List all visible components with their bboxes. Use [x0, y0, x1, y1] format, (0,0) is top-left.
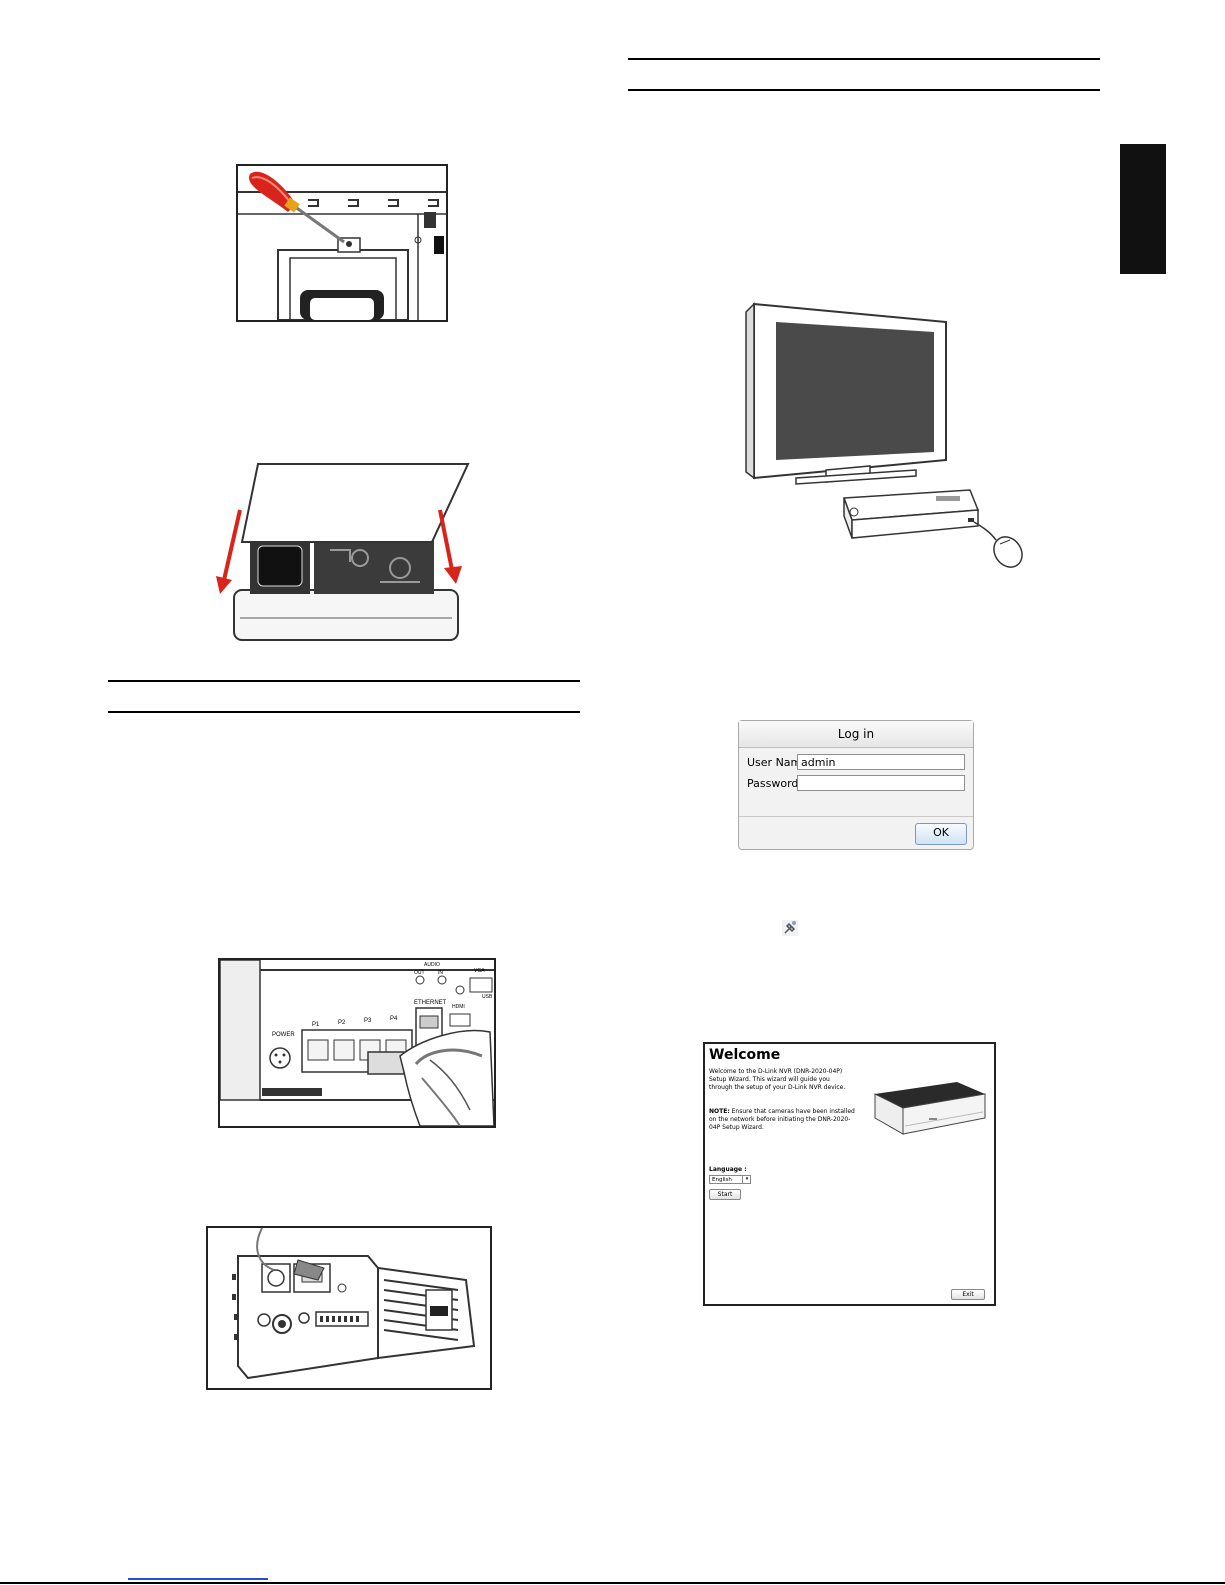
password-field[interactable] [797, 775, 965, 791]
left-section-rule-bottom [108, 711, 580, 713]
figure-tv-nvr-mouse [740, 300, 1030, 572]
wizard-note-label: NOTE: [709, 1108, 730, 1115]
figure-back-panel: POWER P1 P2 P3 P4 ETHERNET AUDIO OUT IN … [218, 958, 496, 1128]
password-label: Password [747, 777, 799, 790]
setup-wizard-window: Welcome Welcome to the D-Link NVR (DNR-2… [703, 1042, 996, 1306]
language-side-tab [1120, 144, 1166, 274]
label-port-3: P3 [364, 1018, 372, 1024]
login-dialog-divider [739, 816, 973, 817]
right-section-rule-bottom [628, 89, 1100, 91]
label-ethernet: ETHERNET [414, 1000, 447, 1006]
label-port-1: P1 [312, 1022, 320, 1028]
label-audio-out: OUT [414, 970, 425, 976]
setup-wizard-icon [780, 918, 800, 938]
label-vga: VGA [474, 968, 485, 974]
start-button[interactable]: Start [709, 1189, 741, 1200]
tv-nvr-illustration [745, 302, 1023, 568]
language-label: Language : [709, 1166, 747, 1173]
language-select[interactable]: English [709, 1175, 751, 1184]
camera-illustration [232, 1228, 476, 1380]
figure-camera-connection [206, 1226, 492, 1390]
label-port-2: P2 [338, 1020, 346, 1026]
screwdriver-illustration [238, 171, 446, 320]
footer-rule [0, 1582, 1225, 1584]
left-section-rule-top [108, 680, 580, 682]
username-field[interactable]: admin [797, 754, 965, 770]
figure-slide-cover [210, 458, 472, 644]
label-port-4: P4 [390, 1016, 398, 1022]
footer-link-underline[interactable] [128, 1578, 268, 1580]
wizard-title: Welcome [709, 1047, 781, 1063]
nvr-device-image [874, 1082, 986, 1135]
wizard-note: NOTE: Ensure that cameras have been inst… [709, 1108, 855, 1132]
cover-slide-illustration [216, 463, 470, 641]
label-hdmi: HDMI [452, 1004, 465, 1010]
chevron-down-icon[interactable]: ▾ [742, 1175, 751, 1184]
login-dialog-title: Log in [739, 721, 973, 748]
login-dialog: Log in User Name admin Password OK [738, 720, 974, 850]
wizard-note-text: Ensure that cameras have been installed … [709, 1108, 855, 1131]
label-audio: AUDIO [424, 962, 440, 968]
exit-button[interactable]: Exit [951, 1289, 985, 1300]
wizard-intro: Welcome to the D-Link NVR (DNR-2020-04P)… [709, 1068, 846, 1091]
label-power: POWER [272, 1032, 295, 1038]
ok-button[interactable]: OK [915, 823, 967, 845]
back-panel-illustration [220, 960, 494, 1126]
username-label: User Name [747, 756, 809, 769]
right-section-rule-top [628, 58, 1100, 60]
figure-remove-screw [236, 164, 448, 322]
label-usb: USB [482, 994, 493, 1000]
label-audio-in: IN [438, 970, 443, 976]
